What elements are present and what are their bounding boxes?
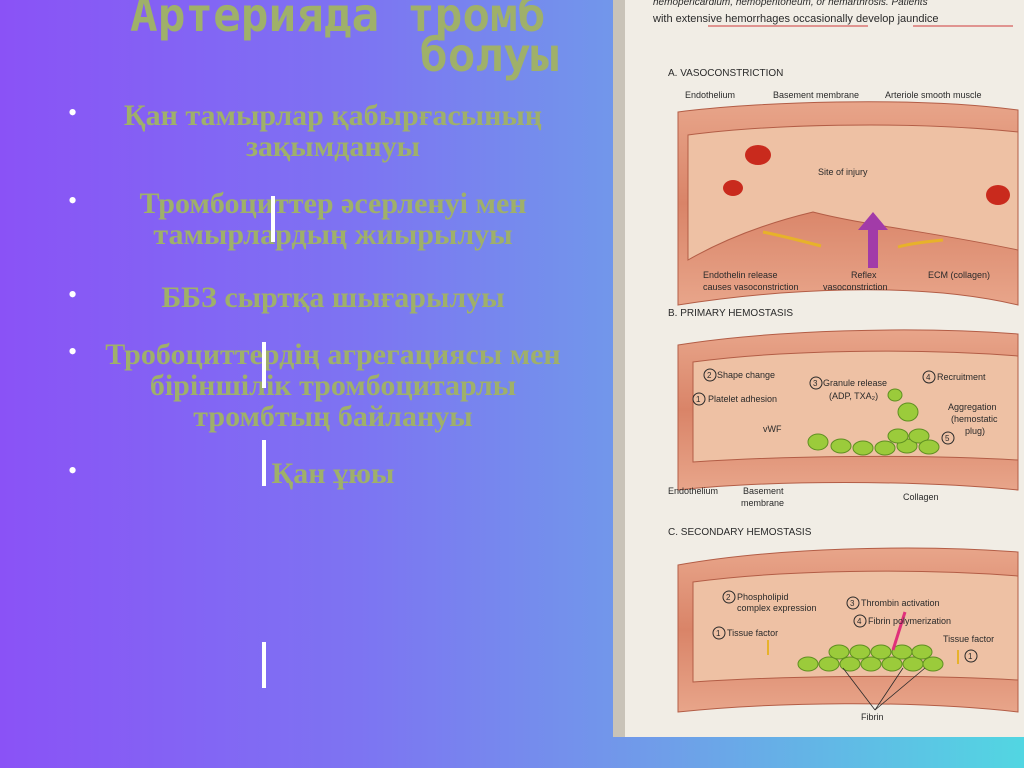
label-granule-2: (ADP, TXA₂) xyxy=(829,391,878,401)
text-cursor xyxy=(262,440,266,486)
label-vwf: vWF xyxy=(763,424,782,434)
step-number: 2 xyxy=(726,593,731,602)
list-item: • Қан ұюы xyxy=(68,458,568,489)
step-number: 1 xyxy=(716,629,721,638)
label-thrombin: Thrombin activation xyxy=(861,598,940,608)
red-blood-cell xyxy=(723,180,743,196)
label-endothelium: Endothelium xyxy=(685,90,735,100)
hemostasis-figure: hemopericardium, hemoperitoneum, or hema… xyxy=(613,0,1024,737)
label-shape-change: Shape change xyxy=(717,370,775,380)
label-phospholipid-1: Phospholipid xyxy=(737,592,789,602)
bullet-dot: • xyxy=(68,339,98,365)
step-number: 1 xyxy=(968,652,973,661)
label-site-of-injury: Site of injury xyxy=(818,167,868,177)
label-ecm: ECM (collagen) xyxy=(928,270,990,280)
list-item: • ББЗ сыртқа шығарылуы xyxy=(68,282,568,313)
bullet-text: Қан тамырлар қабырғасының зақымдануы xyxy=(98,100,568,162)
bullet-text: Қан ұюы xyxy=(98,458,568,489)
step-number: 4 xyxy=(926,373,931,382)
red-blood-cell xyxy=(986,185,1010,205)
text-cursor xyxy=(262,342,266,388)
label-aggregation-2: (hemostatic xyxy=(951,414,998,424)
label-aggregation-3: plug) xyxy=(965,426,985,436)
step-number: 1 xyxy=(696,395,701,404)
label-endothelium-b: Endothelium xyxy=(668,486,718,496)
label-platelet-adhesion: Platelet adhesion xyxy=(708,394,777,404)
panel-a-title: A. VASOCONSTRICTION xyxy=(668,68,783,79)
label-basement-2: membrane xyxy=(741,498,784,508)
bullet-list: • Қан тамырлар қабырғасының зақымдануы •… xyxy=(68,100,568,515)
label-recruitment: Recruitment xyxy=(937,372,986,382)
label-collagen: Collagen xyxy=(903,492,939,502)
panel-c-title: C. SECONDARY HEMOSTASIS xyxy=(668,527,812,538)
label-basement-membrane: Basement membrane xyxy=(773,90,859,100)
figure-header-line1: hemopericardium, hemoperitoneum, or hema… xyxy=(653,0,928,8)
text-cursor xyxy=(262,642,266,688)
label-arteriole: Arteriole smooth muscle xyxy=(885,90,982,100)
bullet-dot: • xyxy=(68,100,98,126)
slide-title-line2: болуы xyxy=(420,26,558,84)
list-item: • Тробоциттердің агрегациясы мен бірінші… xyxy=(68,339,568,432)
page-binding xyxy=(613,0,625,737)
list-item: • Қан тамырлар қабырғасының зақымдануы xyxy=(68,100,568,162)
bullet-text: Тробоциттердің агрегациясы мен біріншілі… xyxy=(98,339,568,432)
list-item: • Тромбоциттер әсерленуі мен тамырлардың… xyxy=(68,188,568,250)
label-tissue-factor: Tissue factor xyxy=(727,628,778,638)
step-number: 3 xyxy=(850,599,855,608)
label-granule-1: Granule release xyxy=(823,378,887,388)
text-cursor xyxy=(271,196,275,242)
bullet-dot: • xyxy=(68,458,98,484)
label-endothelin-2: causes vasoconstriction xyxy=(703,282,799,292)
label-reflex-1: Reflex xyxy=(851,270,877,280)
bullet-text: ББЗ сыртқа шығарылуы xyxy=(98,282,568,313)
hemostasis-diagram: hemopericardium, hemoperitoneum, or hema… xyxy=(613,0,1024,737)
step-number: 2 xyxy=(707,371,712,380)
label-tissue-factor-right: Tissue factor xyxy=(943,634,994,644)
label-fibrin: Fibrin xyxy=(861,712,884,722)
step-number: 3 xyxy=(813,379,818,388)
label-fibrin-polymerization: Fibrin polymerization xyxy=(868,616,951,626)
label-reflex-2: vasoconstriction xyxy=(823,282,888,292)
figure-header-line2: with extensive hemorrhages occasionally … xyxy=(652,13,939,25)
red-blood-cell xyxy=(745,145,771,165)
step-number: 4 xyxy=(857,617,862,626)
label-endothelin-1: Endothelin release xyxy=(703,270,778,280)
bullet-dot: • xyxy=(68,282,98,308)
bullet-dot: • xyxy=(68,188,98,214)
panel-b-title: B. PRIMARY HEMOSTASIS xyxy=(668,308,793,319)
label-basement-1: Basement xyxy=(743,486,784,496)
bullet-text: Тромбоциттер әсерленуі мен тамырлардың ж… xyxy=(98,188,568,250)
label-phospholipid-2: complex expression xyxy=(737,603,817,613)
step-number: 5 xyxy=(945,434,950,443)
label-aggregation-1: Aggregation xyxy=(948,402,997,412)
